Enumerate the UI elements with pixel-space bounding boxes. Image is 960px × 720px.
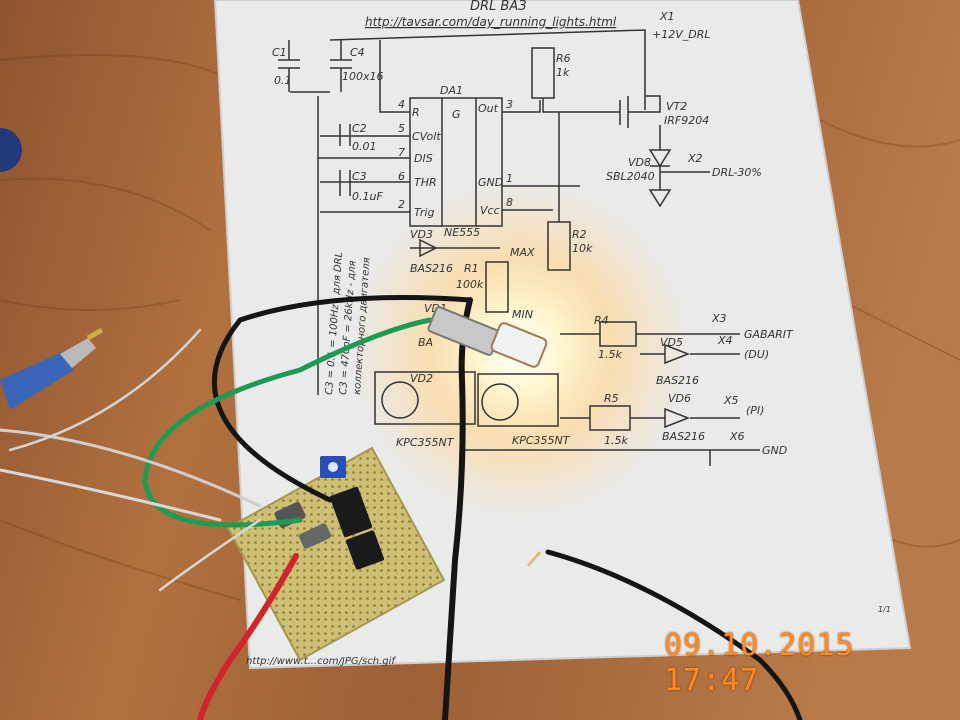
pin-number-5: 5 — [398, 122, 405, 135]
r5-value: 1.5k — [604, 434, 628, 447]
pin-vcc: Vcc — [480, 204, 500, 217]
c2-label: C2 — [352, 122, 367, 135]
c3-value: 0.1uF — [352, 190, 383, 203]
pcb-components — [274, 456, 385, 570]
r6-value: 1k — [556, 66, 570, 79]
vd6-label: VD6 — [668, 392, 691, 405]
pin-g: G — [452, 108, 461, 121]
pin-dis: DIS — [414, 152, 433, 165]
opto-1-part: KPC355NT — [396, 436, 455, 449]
pin-number-6: 6 — [398, 170, 405, 183]
chip-part: NE555 — [444, 226, 480, 239]
c2-value: 0.01 — [352, 140, 377, 153]
r1-value: 100k — [456, 278, 484, 291]
vd6-part: BAS216 — [662, 430, 705, 443]
diode-component — [299, 523, 331, 549]
pin-number-2: 2 — [398, 198, 405, 211]
black-wire-top — [212, 295, 473, 503]
black-wire-down — [442, 297, 473, 720]
vd2-label: VD2 — [410, 372, 433, 385]
c1-label: C1 — [272, 46, 287, 59]
opto-2-part: KPC355NT — [512, 434, 571, 447]
footer-url: http://www.t...com/JPG/sch.gif — [246, 656, 396, 667]
vd8-label: VD8 — [628, 156, 651, 169]
pin-number-3: 3 — [506, 98, 513, 111]
white-wire-4 — [158, 518, 262, 592]
r2-label: R2 — [572, 228, 587, 241]
page-number: 1/1 — [878, 605, 891, 614]
x1-name: +12V_DRL — [652, 28, 710, 41]
red-wire — [197, 553, 299, 720]
bulb-lamp — [427, 306, 548, 368]
wires — [0, 295, 803, 720]
optocoupler-chip — [345, 530, 385, 570]
r2-value: 10k — [572, 242, 593, 255]
x4-name: (DU) — [744, 348, 769, 361]
probe-tool — [0, 128, 104, 410]
c1-value: 0.1 — [274, 74, 292, 87]
c3-label: C3 — [352, 170, 367, 183]
x6-name: GND — [762, 444, 787, 457]
vd3-label: VD3 — [410, 228, 433, 241]
vd1-part: BA — [418, 336, 433, 349]
photo-timestamp: 09.10.2015 17:47 — [664, 628, 855, 698]
r1-min: MIN — [512, 308, 533, 321]
wire-stub — [526, 551, 542, 567]
x2-label: X2 — [687, 152, 703, 165]
vd5-label: VD5 — [660, 336, 683, 349]
pin-number-7: 7 — [398, 146, 405, 159]
vt2-part: IRF9204 — [664, 114, 709, 127]
pin-number-1: 1 — [506, 172, 513, 185]
pin-cvolt: CVolt — [412, 130, 441, 143]
x3-label: X3 — [711, 312, 727, 325]
white-wire-1 — [0, 468, 222, 522]
x2-name: DRL-30% — [712, 166, 762, 179]
chip-label: DA1 — [440, 84, 463, 97]
pin-r: R — [412, 106, 420, 119]
r6-label: R6 — [556, 52, 571, 65]
vd8-part: SBL2040 — [606, 170, 655, 183]
paper-url: http://tavsar.com/day_running_lights.htm… — [365, 15, 617, 29]
wood-grain — [0, 54, 960, 601]
black-wire-right — [545, 549, 803, 720]
vt2-label: VT2 — [666, 100, 687, 113]
x4-label: X4 — [717, 334, 733, 347]
white-wire-3 — [8, 328, 202, 452]
x3-name: GABARIT — [744, 328, 794, 341]
pin-thr: THR — [414, 176, 437, 189]
pin-number-4: 4 — [398, 98, 405, 111]
x5-name: (PI) — [746, 404, 764, 417]
r1-label: R1 — [464, 262, 479, 275]
paper-title: DRL ВАЗ — [470, 0, 527, 14]
r1-max: MAX — [510, 246, 535, 259]
c4-label: C4 — [350, 46, 365, 59]
pin-out: Out — [478, 102, 499, 115]
r4-value: 1.5k — [598, 348, 622, 361]
vd5-part: BAS216 — [656, 374, 699, 387]
r5-label: R5 — [604, 392, 619, 405]
r4-label: R4 — [594, 314, 609, 327]
pin-gnd: GND — [478, 176, 503, 189]
schematic-drawing — [278, 29, 760, 466]
pin-trig: Trig — [414, 206, 434, 219]
x1-label: X1 — [659, 10, 675, 23]
vd3-part: BAS216 — [410, 262, 453, 275]
green-wire — [142, 317, 433, 528]
white-wire-2 — [0, 428, 262, 508]
pin-number-8: 8 — [506, 196, 513, 209]
x5-label: X5 — [723, 394, 739, 407]
c4-value: 100x16 — [342, 70, 384, 83]
ic-chip — [329, 486, 373, 538]
x6-label: X6 — [729, 430, 745, 443]
